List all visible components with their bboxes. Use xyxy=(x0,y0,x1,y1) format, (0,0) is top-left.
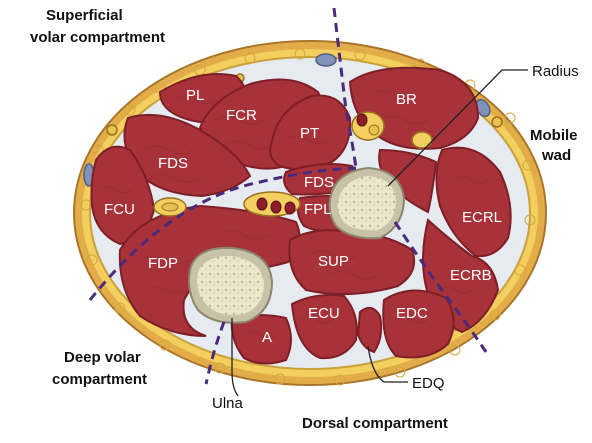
label-br: BR xyxy=(396,91,417,108)
label-edq: EDQ xyxy=(412,375,445,392)
label-fcu: FCU xyxy=(104,201,135,218)
label-deep-volar-2: compartment xyxy=(52,371,147,388)
ulna-bone xyxy=(189,248,272,323)
label-a: A xyxy=(262,329,272,346)
muscle-edc xyxy=(383,290,453,357)
label-pt: PT xyxy=(300,125,319,142)
label-ecu: ECU xyxy=(308,305,340,322)
label-fds-superficial: FDS xyxy=(158,155,188,172)
label-edc: EDC xyxy=(396,305,428,322)
radius-bone xyxy=(330,168,404,238)
label-superficial-volar-2: volar compartment xyxy=(30,29,165,46)
label-ulna: Ulna xyxy=(212,395,244,412)
label-deep-volar-1: Deep volar xyxy=(64,349,141,366)
label-fcr: FCR xyxy=(226,107,257,124)
label-dorsal: Dorsal compartment xyxy=(302,415,448,432)
label-superficial-volar-1: Superficial xyxy=(46,7,123,24)
label-ecrb: ECRB xyxy=(450,267,492,284)
label-sup: SUP xyxy=(318,253,349,270)
label-pl: PL xyxy=(186,87,204,104)
label-radius: Radius xyxy=(532,63,579,80)
label-fds-deep: FDS xyxy=(304,174,334,191)
label-ecrl: ECRL xyxy=(462,209,502,226)
label-mobile-wad-2: wad xyxy=(541,147,571,164)
label-mobile-wad-1: Mobile xyxy=(530,127,578,144)
label-fdp: FDP xyxy=(148,255,178,272)
label-fpl: FPL xyxy=(304,201,332,218)
